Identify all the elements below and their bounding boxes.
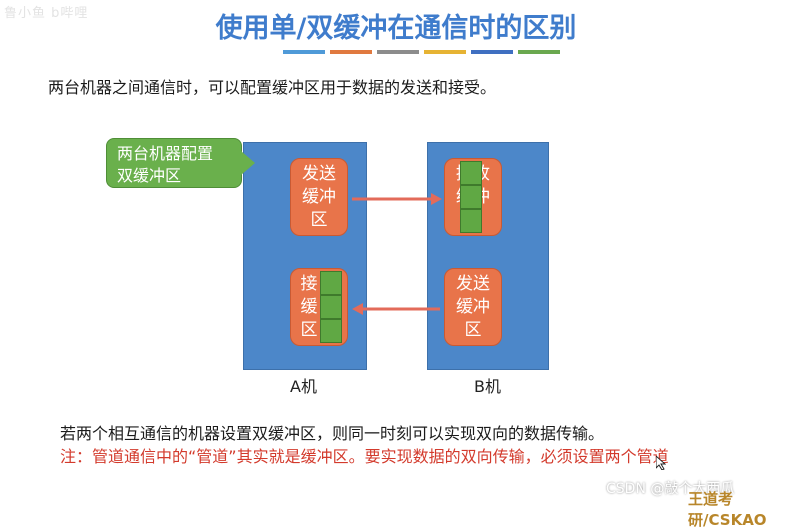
buffer-data-cell	[320, 319, 342, 343]
title-stripe-4	[424, 50, 466, 54]
callout-pointer	[241, 151, 255, 175]
intro-text: 两台机器之间通信时，可以配置缓冲区用于数据的发送和接受。	[48, 78, 497, 97]
buffer-data-cell	[460, 185, 482, 209]
title-stripe-2	[330, 50, 372, 54]
mouse-cursor-icon	[656, 456, 666, 470]
csdn-watermark: CSDN @敲个大西瓜	[606, 481, 735, 497]
title-stripe-3	[377, 50, 419, 54]
buffer-text-line: 接	[300, 274, 318, 294]
buffer-text-line: 缓冲	[456, 297, 490, 317]
buffer-text-line: 缓冲	[302, 187, 336, 207]
buffer-data-cell	[320, 295, 342, 319]
callout-line-1: 两台机器配置	[117, 144, 214, 163]
title-stripe-5	[471, 50, 513, 54]
machine-a-send-buffer: 发送 缓冲 区	[290, 158, 348, 236]
buffer-text-line: 区	[310, 210, 328, 230]
buffer-data-cell	[460, 209, 482, 233]
arrow-b-to-a	[352, 303, 440, 315]
machine-b-label: B机	[474, 377, 501, 396]
slide-title: 使用单/双缓冲在通信时的区别	[215, 13, 577, 44]
transfer-arrows	[352, 193, 442, 315]
buffer-text-line: 缓	[300, 297, 318, 317]
buffer-data-cell	[460, 161, 482, 185]
machine-a-label: A机	[290, 377, 317, 396]
summary-text: 若两个相互通信的机器设置双缓冲区，则同一时刻可以实现双向的数据传输。	[60, 424, 605, 443]
watermark-top-left: 鲁小鱼 b哔哩	[4, 6, 89, 21]
callout-double-buffer: 两台机器配置 双缓冲区	[106, 138, 242, 188]
title-stripe-6	[518, 50, 560, 54]
buffer-data-cell	[320, 271, 342, 295]
buffer-text-line: 发送	[456, 274, 490, 294]
arrow-a-to-b	[352, 193, 442, 205]
title-stripe-1	[283, 50, 325, 54]
machine-b-send-buffer: 发送 缓冲 区	[444, 268, 502, 346]
buffer-text-line: 发送	[302, 164, 336, 184]
buffer-text-line: 区	[464, 320, 482, 340]
callout-line-2: 双缓冲区	[117, 166, 182, 185]
buffer-text-line: 区	[300, 320, 318, 340]
corner-logo: 王道考研/CSKAO	[688, 490, 767, 529]
note-text: 注：管道通信中的“管道”其实就是缓冲区。要实现数据的双向传输，必须设置两个管道	[60, 447, 669, 466]
